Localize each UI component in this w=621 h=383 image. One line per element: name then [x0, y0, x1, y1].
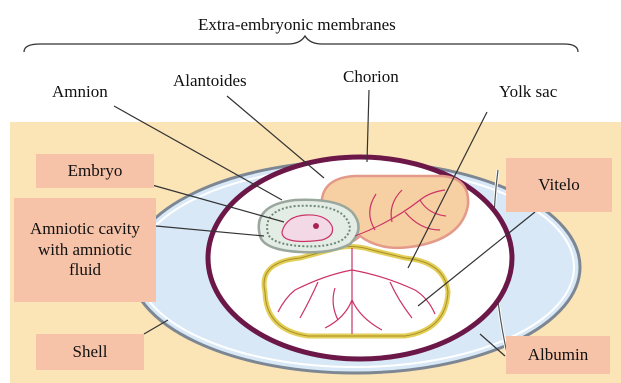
heading-brace — [24, 36, 578, 52]
chorion-label: Chorion — [343, 68, 399, 85]
heading: Extra-embryonic membranes — [198, 16, 396, 33]
yolk-sac-label: Yolk sac — [499, 83, 557, 100]
amnion-label: Amnion — [52, 83, 108, 100]
albumin-label: Albumin — [506, 336, 610, 374]
embryo-label: Embryo — [36, 154, 154, 188]
alantoides-label: Alantoides — [173, 72, 247, 89]
yolk-sac — [264, 247, 448, 337]
shell-label: Shell — [36, 334, 144, 370]
amniotic-cavity-label: Amniotic cavity with amniotic fluid — [14, 198, 156, 302]
embryo-eye — [313, 223, 319, 229]
vitelo-label: Vitelo — [506, 158, 612, 212]
